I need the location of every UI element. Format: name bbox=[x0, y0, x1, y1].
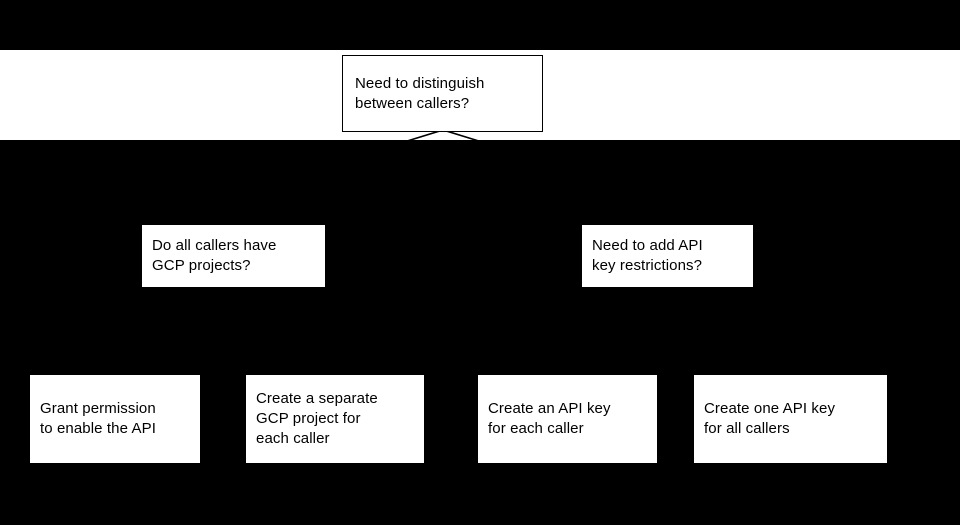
outcome-node-grant-permission[interactable]: Grant permission to enable the API bbox=[30, 375, 200, 463]
outcome-node-api-key-each-caller-label: Create an API key for each caller bbox=[488, 400, 611, 437]
decision-node-distinguish-callers[interactable]: Need to distinguish between callers? bbox=[342, 55, 543, 132]
outcome-node-api-key-all-callers[interactable]: Create one API key for all callers bbox=[694, 375, 887, 463]
outcome-node-separate-gcp-project-label: Create a separate GCP project for each c… bbox=[256, 390, 378, 447]
outcome-node-api-key-all-callers-label: Create one API key for all callers bbox=[704, 400, 836, 437]
decision-node-distinguish-callers-label: Need to distinguish between callers? bbox=[355, 74, 485, 112]
outcome-node-separate-gcp-project[interactable]: Create a separate GCP project for each c… bbox=[246, 375, 424, 463]
outcome-node-api-key-each-caller[interactable]: Create an API key for each caller bbox=[478, 375, 657, 463]
decision-node-api-key-restrictions[interactable]: Need to add API key restrictions? bbox=[582, 225, 753, 287]
decision-node-gcp-projects-label: Do all callers have GCP projects? bbox=[152, 237, 277, 274]
outcome-node-grant-permission-label: Grant permission to enable the API bbox=[40, 400, 156, 437]
decision-node-api-key-restrictions-label: Need to add API key restrictions? bbox=[592, 237, 703, 274]
decision-node-gcp-projects[interactable]: Do all callers have GCP projects? bbox=[142, 225, 325, 287]
